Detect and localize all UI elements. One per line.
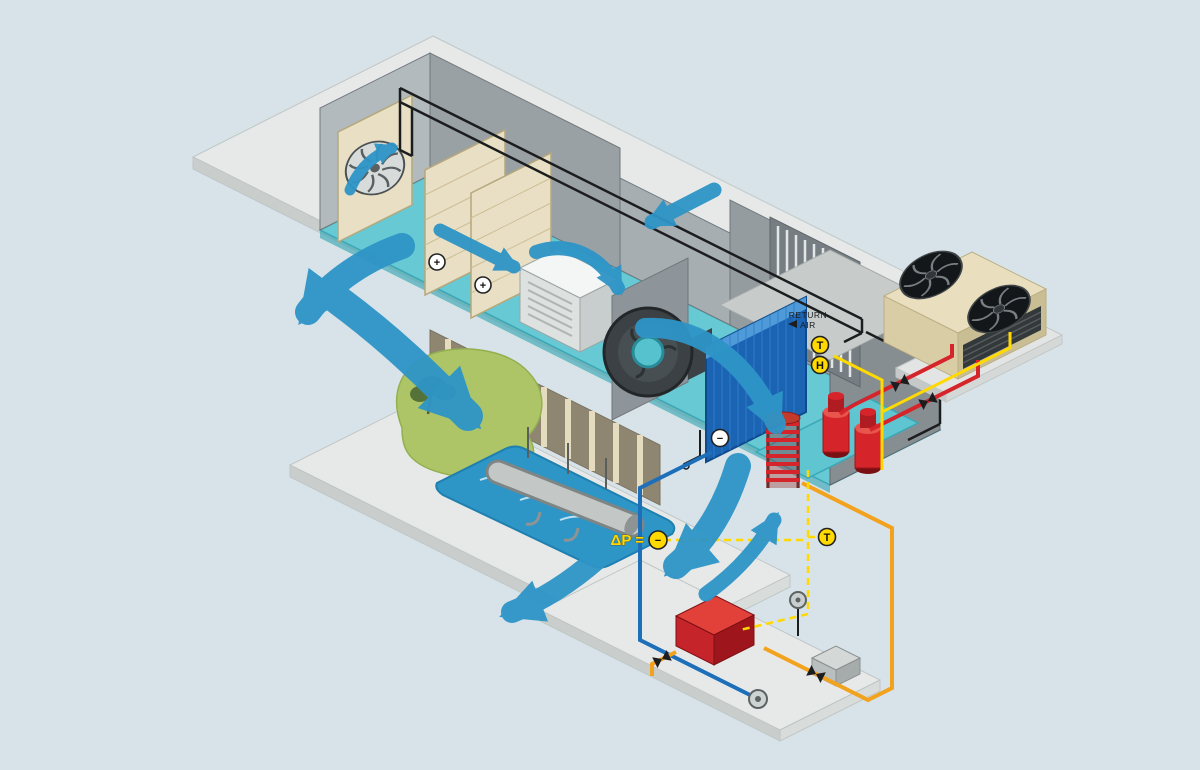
- return-air-text-1: RETURN: [789, 310, 827, 320]
- valve-icon-4: [652, 650, 672, 668]
- arrow-descend-to-room: [663, 453, 751, 579]
- valve-icon-1: [890, 374, 910, 392]
- humidifier-louvers: [527, 281, 573, 337]
- valve-icon-2: [918, 392, 938, 410]
- filter-plus-badge-1: +: [428, 253, 446, 271]
- return-duct-bottom-line: [399, 100, 863, 335]
- arrow-return-rise: [698, 511, 782, 602]
- condenser-unit: [882, 250, 1064, 403]
- control-line-boiler-dashed: [739, 470, 810, 632]
- arrow-fan-section: [344, 142, 399, 196]
- arrow-room-exit: [499, 547, 609, 623]
- blue-piping: [638, 450, 753, 698]
- sensor-badge-h: H: [810, 355, 830, 375]
- arrow-over-humidifier: [529, 241, 625, 296]
- coil-minus-badge: −: [710, 428, 730, 448]
- return-air-label: RETURN AIR: [788, 310, 827, 330]
- airflow-arrows: [295, 142, 786, 623]
- sensor-t1-letter: T: [817, 340, 824, 352]
- arrow-outside-air-in: [643, 182, 722, 230]
- arrow-supply-over-coil: [635, 317, 786, 436]
- arrow-supply-to-space: [323, 285, 483, 431]
- condenser-supply-pipe: [838, 344, 954, 416]
- condenser-fan-2: [967, 284, 1031, 334]
- arrow-exhaust-out: [295, 233, 415, 325]
- filter-plus-letter-1: +: [434, 257, 440, 269]
- sensor-t2-letter: T: [824, 532, 831, 544]
- delta-p-badge: [648, 530, 668, 550]
- return-duct-elbows: [398, 88, 864, 344]
- sensor-badge-t1: T: [810, 335, 830, 355]
- filter-pleats-1: [424, 154, 506, 271]
- control-line-condenser: [881, 332, 1012, 414]
- mech-pump-upper: [789, 591, 807, 636]
- return-air-text-2: AIR: [800, 320, 816, 330]
- delta-p-minus: −: [655, 535, 661, 547]
- condenser-coil-grille: [962, 306, 1042, 369]
- filter-pleats-2: [470, 177, 552, 294]
- supply-fan-inlet: [631, 335, 665, 369]
- pump-2: [854, 408, 882, 474]
- duct-drops: [525, 511, 580, 542]
- room-supply-duct: [485, 427, 645, 542]
- boiler-unit: [674, 595, 756, 666]
- pump-1: [822, 392, 850, 458]
- grille-slats: [962, 311, 1042, 364]
- ahu-floor-edge: [320, 230, 830, 493]
- return-duct-top-line: [399, 86, 863, 321]
- condenser-fan-1: [899, 250, 963, 300]
- duct-body: [488, 462, 642, 535]
- filter-plus-letter-2: +: [480, 280, 486, 292]
- control-line-sensors: [833, 354, 884, 470]
- boiler-right-face: [713, 614, 755, 666]
- coil-minus-letter: −: [717, 433, 723, 445]
- valve-icon-3: [806, 665, 826, 683]
- return-air-arrow-icon: [788, 320, 797, 328]
- heating-riser-pipe: [763, 481, 894, 703]
- labels-and-sensors: RETURN AIR T H T ΔP = − − +: [428, 253, 837, 550]
- valves: [652, 374, 938, 683]
- mech-pump-lower-hub: [755, 696, 761, 702]
- humidifier: [518, 248, 620, 353]
- duct-hangers: [527, 427, 607, 489]
- chilled-water-pipe: [638, 450, 753, 698]
- arrow-through-filters: [433, 223, 522, 274]
- duct-end-cap: [624, 514, 640, 536]
- return-air-duct: [398, 86, 942, 442]
- filter-plus-badge-2: +: [474, 276, 492, 294]
- coil-top-band: [706, 297, 806, 359]
- delta-p-label: ΔP =: [611, 532, 645, 549]
- sensor-h-letter: H: [816, 360, 824, 372]
- delta-p-label-group: ΔP = −: [610, 530, 668, 550]
- sensor-badge-t2: T: [817, 527, 837, 547]
